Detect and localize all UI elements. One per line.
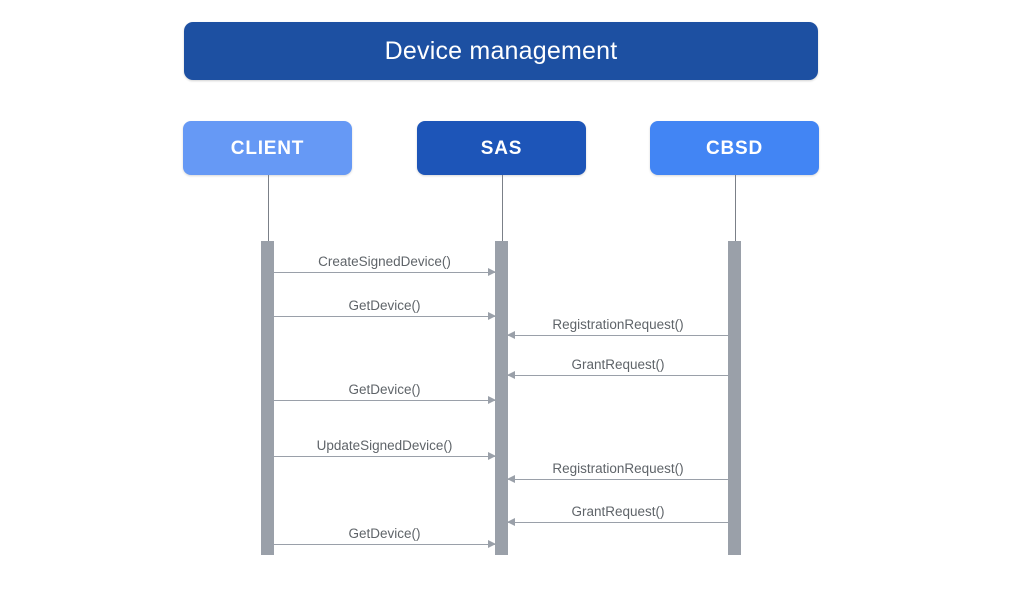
activation-bar-cbsd bbox=[728, 241, 741, 555]
arrow-head-left-icon bbox=[507, 371, 515, 379]
diagram-title-bar: Device management bbox=[184, 22, 818, 80]
message-label-8: GrantRequest() bbox=[571, 503, 665, 519]
message-label-5: GetDevice() bbox=[348, 381, 421, 397]
message-2: GetDevice() bbox=[274, 298, 496, 320]
arrow-head-right-icon bbox=[488, 540, 496, 548]
participant-label-client: CLIENT bbox=[230, 137, 305, 159]
lifeline-sas bbox=[502, 175, 503, 241]
activation-bar-client bbox=[261, 241, 274, 555]
message-8: GrantRequest() bbox=[507, 504, 728, 526]
message-label-7: RegistrationRequest() bbox=[552, 460, 684, 476]
message-label-1: CreateSignedDevice() bbox=[318, 253, 451, 269]
arrow-head-left-icon bbox=[507, 518, 515, 526]
participant-label-sas: SAS bbox=[480, 137, 523, 159]
message-9: GetDevice() bbox=[274, 526, 496, 548]
message-6: UpdateSignedDevice() bbox=[274, 438, 496, 460]
activation-bar-sas bbox=[495, 241, 508, 555]
message-5: GetDevice() bbox=[274, 382, 496, 404]
message-label-6: UpdateSignedDevice() bbox=[316, 437, 453, 453]
message-label-9: GetDevice() bbox=[348, 525, 421, 541]
lifeline-cbsd bbox=[735, 175, 736, 241]
message-label-3: RegistrationRequest() bbox=[552, 316, 684, 332]
arrow-head-right-icon bbox=[488, 452, 496, 460]
participant-header-sas[interactable]: SAS bbox=[417, 121, 586, 175]
lifeline-client bbox=[268, 175, 269, 241]
participant-header-client[interactable]: CLIENT bbox=[183, 121, 352, 175]
message-4: GrantRequest() bbox=[507, 357, 728, 379]
diagram-title-text: Device management bbox=[384, 36, 618, 65]
message-1: CreateSignedDevice() bbox=[274, 254, 496, 276]
arrow-head-right-icon bbox=[488, 312, 496, 320]
participant-label-cbsd: CBSD bbox=[705, 137, 764, 159]
message-label-2: GetDevice() bbox=[348, 297, 421, 313]
message-7: RegistrationRequest() bbox=[507, 461, 728, 483]
participant-header-cbsd[interactable]: CBSD bbox=[650, 121, 819, 175]
arrow-head-left-icon bbox=[507, 475, 515, 483]
message-3: RegistrationRequest() bbox=[507, 317, 728, 339]
arrow-head-right-icon bbox=[488, 268, 496, 276]
arrow-head-left-icon bbox=[507, 331, 515, 339]
message-label-4: GrantRequest() bbox=[571, 356, 665, 372]
arrow-head-right-icon bbox=[488, 396, 496, 404]
